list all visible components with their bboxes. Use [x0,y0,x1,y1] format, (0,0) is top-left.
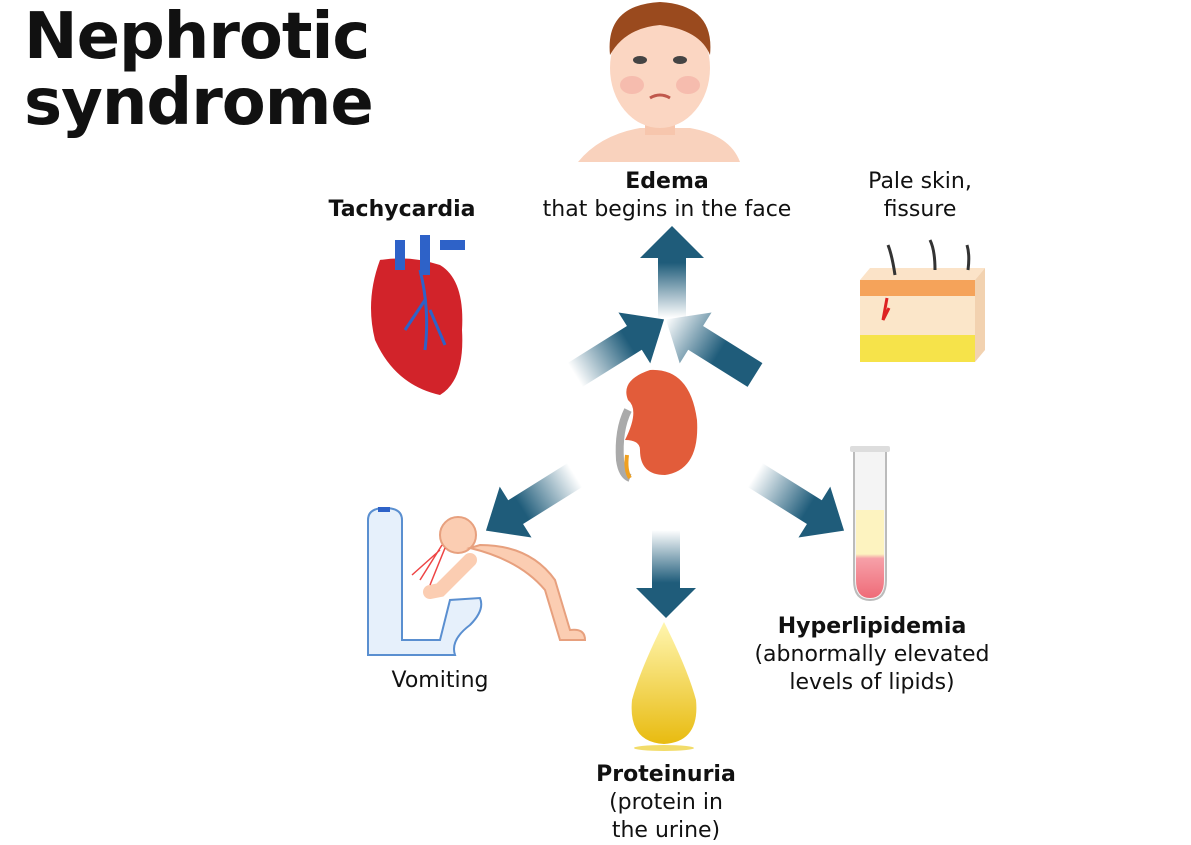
title-line-1: Nephrotic [24,0,370,74]
proteinuria-label: Proteinuria (protein in the urine) [596,761,736,845]
page-title: Nephrotic syndrome [24,0,374,140]
arrow-down-left [485,463,583,538]
edema-desc: that begins in the face [542,197,792,222]
proteinuria-line-1: (protein in [609,790,723,815]
arrow-up-left [567,312,665,387]
arrow-up [640,226,704,318]
arrow-down-right [747,463,845,538]
hyperlipidemia-label: Hyperlipidemia (abnormally elevated leve… [754,613,989,697]
vomiting-label: Vomiting [391,668,489,693]
vomiting-person-icon [367,506,587,656]
swollen-face-icon [578,2,740,162]
tachycardia-label: Tachycardia [328,197,476,222]
pale-skin-label: Pale skin, fissure [868,168,972,224]
edema-label: Edema that begins in the face [543,168,792,224]
pale-skin-line-2: fissure [883,197,957,222]
arrow-down [636,530,696,618]
hyperlipidemia-line-1: (abnormally elevated [754,642,990,667]
title-line-2: syndrome [24,66,374,140]
proteinuria-line-2: the urine) [611,818,721,843]
pale-skin-line-1: Pale skin, [868,169,972,194]
arrow-up-right [665,312,763,387]
heart-icon [371,235,465,395]
proteinuria-title: Proteinuria [596,762,736,787]
hyperlipidemia-line-2: levels of lipids) [789,670,955,695]
urine-drop-icon [631,622,697,751]
kidney-icon [615,369,698,482]
edema-title: Edema [625,169,709,194]
skin-layers-icon [860,239,985,362]
test-tube-icon [850,446,890,602]
hyperlipidemia-title: Hyperlipidemia [777,614,967,639]
